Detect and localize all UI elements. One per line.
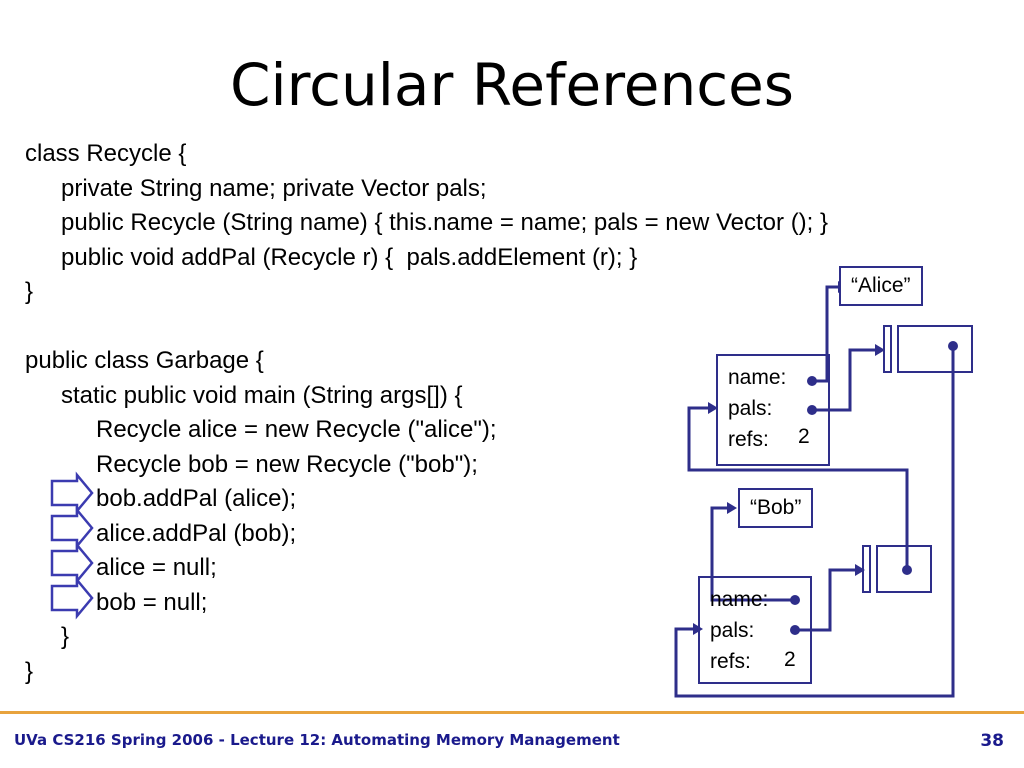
code-listing: class Recycle { private String name; pri… xyxy=(25,137,828,689)
bob-pals-field: pals: xyxy=(710,619,755,642)
pointer-dot-icon xyxy=(807,405,817,415)
step-arrow-icon xyxy=(50,541,94,585)
bob-refs-field: refs: xyxy=(710,650,751,673)
page-number: 38 xyxy=(980,731,1004,751)
step-arrow-icon xyxy=(50,576,94,620)
alice-string-box: “Alice” xyxy=(839,266,923,306)
code-line: } xyxy=(61,623,70,650)
slide-title: Circular References xyxy=(229,51,795,119)
bob-name-field: name: xyxy=(710,588,769,611)
alice-name-field: name: xyxy=(728,366,787,389)
code-line: bob = null; xyxy=(96,588,208,616)
code-line: } xyxy=(25,657,34,685)
pointer-dot-icon xyxy=(948,341,958,351)
code-line: static public void main (String args[]) … xyxy=(61,381,463,409)
alice-refs-count: 2 xyxy=(798,425,810,448)
alice-object-box: name: pals: refs: 2 xyxy=(716,354,830,466)
bob-object-box: name: pals: refs: 2 xyxy=(698,576,812,684)
code-line: } xyxy=(25,278,34,305)
alice-refs-field: refs: xyxy=(728,428,769,451)
bob-refs-count: 2 xyxy=(784,648,796,671)
bob-pals-pointer xyxy=(795,568,855,632)
alice-string-label: “Alice” xyxy=(851,274,911,297)
alice-pals-field: pals: xyxy=(728,397,773,420)
step-arrow-icon xyxy=(50,506,94,550)
pointer-dot-icon xyxy=(790,625,800,635)
arrowhead-icon xyxy=(875,344,885,356)
pointer-dots xyxy=(790,341,958,635)
bob-string-label: “Bob” xyxy=(750,496,802,519)
code-line: alice = null; xyxy=(96,554,217,581)
code-line: alice.addPal (bob); xyxy=(96,519,297,547)
footer-course-text: UVa CS216 Spring 2006 - Lecture 12: Auto… xyxy=(14,731,620,749)
arrowhead-icon xyxy=(708,402,718,414)
pointer-dot-icon xyxy=(807,376,817,386)
pointer-arrows xyxy=(674,285,955,698)
bob-vector-bar xyxy=(862,545,871,593)
code-line: Recycle bob = new Recycle ("bob"); xyxy=(96,450,478,478)
arrowhead-icon xyxy=(727,502,737,514)
bob-vector-to-alice xyxy=(687,406,909,570)
alice-vector-box xyxy=(897,325,973,373)
alice-pals-pointer xyxy=(812,348,875,412)
bob-string-box: “Bob” xyxy=(738,488,814,528)
code-line: private String name; private Vector pals… xyxy=(61,174,487,202)
step-arrows xyxy=(50,471,94,620)
code-line: Recycle alice = new Recycle ("alice"); xyxy=(96,416,497,443)
alice-vector-bar xyxy=(883,325,892,373)
vector-boxes xyxy=(862,325,973,593)
code-line: bob.addPal (alice); xyxy=(96,485,297,512)
code-line: public class Garbage { xyxy=(25,347,264,374)
pointer-dot-icon xyxy=(790,595,800,605)
footer-divider xyxy=(0,711,1024,714)
pointer-dot-icon xyxy=(902,565,912,575)
code-line: public Recycle (String name) { this.name… xyxy=(61,209,829,236)
alice-name-pointer xyxy=(812,285,838,383)
alice-vector-to-bob xyxy=(674,346,955,698)
step-arrow-icon xyxy=(50,471,94,515)
code-line: public void addPal (Recycle r) { pals.ad… xyxy=(61,243,638,271)
arrowhead-icon xyxy=(855,564,865,576)
code-line: class Recycle { xyxy=(25,140,187,167)
